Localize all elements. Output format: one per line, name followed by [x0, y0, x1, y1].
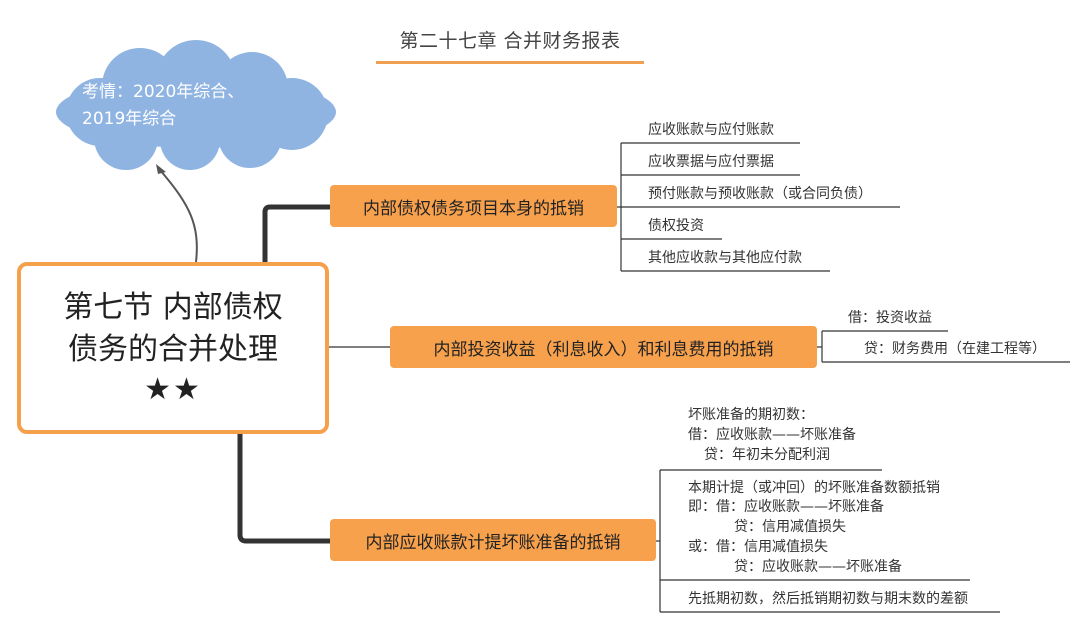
leaf-item[interactable]: 应收票据与应付票据	[648, 154, 774, 170]
leaf-item[interactable]: 预付账款与预收账款（或合同负债）	[648, 186, 872, 202]
leaf-item[interactable]: 本期计提（或冲回）的坏账准备数额抵销	[688, 480, 940, 496]
leaf-item[interactable]: 借：投资收益	[848, 310, 932, 326]
callout-line: 考情：2020年综合、	[82, 82, 245, 102]
leaf-item[interactable]: 债权投资	[648, 218, 704, 234]
branch-internal-debt-elimination[interactable]: 内部债权债务项目本身的抵销	[330, 185, 617, 227]
leaf-item[interactable]: 贷：应收账款——坏账准备	[734, 559, 902, 575]
branch-bad-debt-elimination[interactable]: 内部应收账款计提坏账准备的抵销	[330, 519, 656, 561]
leaf-item[interactable]: 或：借：信用减值损失	[688, 539, 828, 555]
arrow-head-icon	[156, 164, 166, 174]
leaf-item[interactable]: 借：应收账款——坏账准备	[688, 427, 856, 443]
branch-investment-income-elimination[interactable]: 内部投资收益（利息收入）和利息费用的抵销	[390, 326, 817, 368]
leaf-item[interactable]: 即：借：应收账款——坏账准备	[688, 499, 884, 515]
root-topic-line: 债务的合并处理	[68, 332, 278, 367]
callout-cloud	[56, 40, 336, 170]
callout-arrow	[159, 169, 198, 263]
exam-info-callout: 考情：2020年综合、 2019年综合	[82, 79, 287, 133]
chapter-title-underline	[376, 61, 644, 64]
leaf-item[interactable]: 应收账款与应付账款	[648, 122, 774, 138]
leaf-item[interactable]: 先抵期初数，然后抵销期初数与期末数的差额	[688, 591, 968, 607]
chapter-title: 第二十七章 合并财务报表	[399, 30, 621, 52]
leaf-item[interactable]: 坏账准备的期初数：	[688, 407, 814, 423]
leaf-item[interactable]: 贷：财务费用（在建工程等）	[864, 341, 1046, 357]
leaf-item[interactable]: 贷：年初未分配利润	[704, 447, 830, 463]
callout-line: 2019年综合	[82, 109, 177, 129]
root-topic-line: 第七节 内部债权	[63, 290, 283, 325]
leaf-item[interactable]: 贷：信用减值损失	[734, 519, 846, 535]
root-topic[interactable]: 第七节 内部债权 债务的合并处理 ★★	[17, 262, 329, 434]
importance-stars: ★★	[144, 372, 202, 407]
leaf-item[interactable]: 其他应收款与其他应付款	[648, 250, 802, 266]
